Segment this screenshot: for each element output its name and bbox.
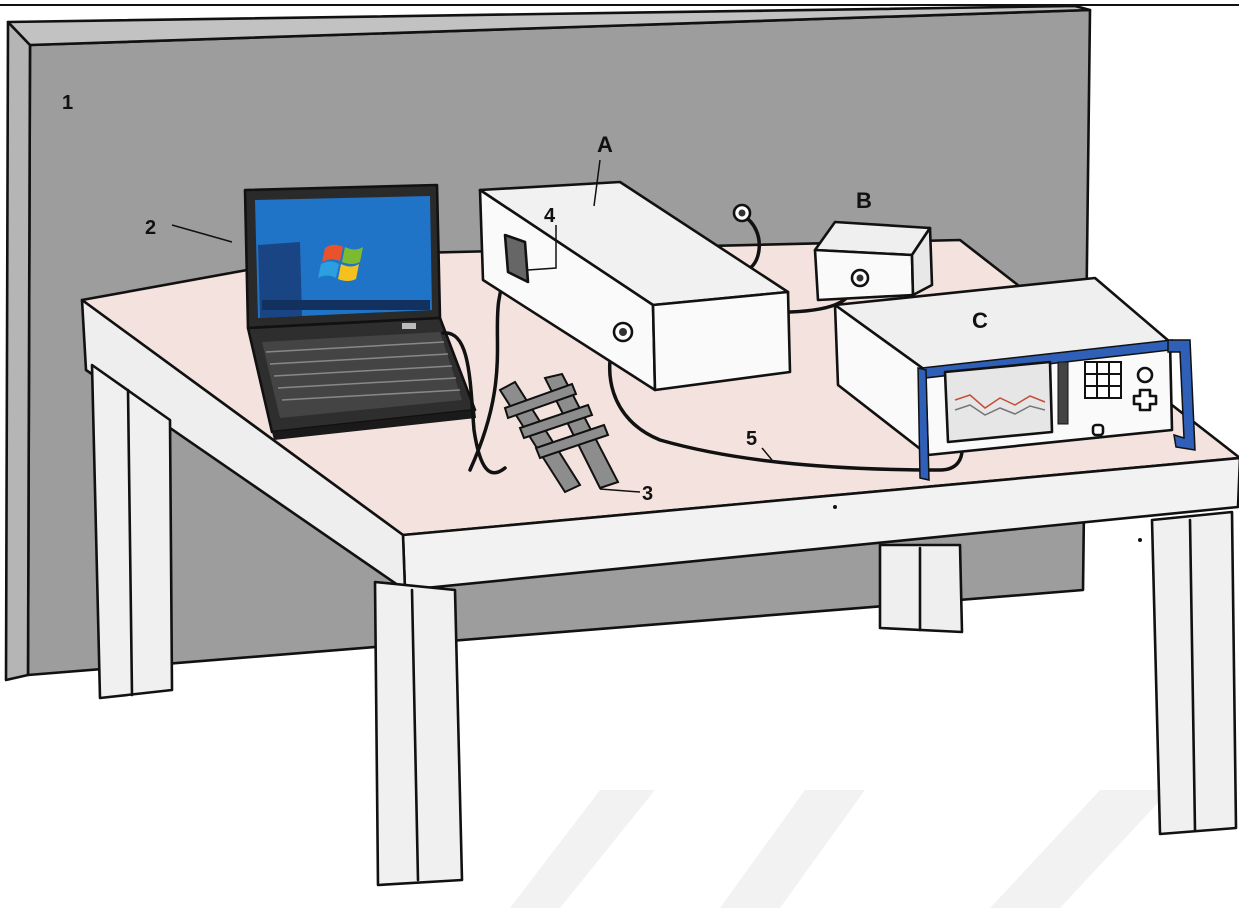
keypad-icon <box>1085 362 1121 398</box>
label-3: 3 <box>642 483 653 505</box>
label-a: A <box>597 132 613 157</box>
power-icon <box>1093 425 1103 435</box>
label-2: 2 <box>145 217 156 239</box>
table-back-legs <box>880 545 962 632</box>
label-1: 1 <box>62 92 73 114</box>
label-5: 5 <box>746 428 757 450</box>
label-4: 4 <box>544 205 556 227</box>
knob-icon <box>1138 368 1152 382</box>
label-b: B <box>856 188 872 213</box>
watermark <box>510 790 1170 908</box>
analyzer-screen <box>945 362 1052 442</box>
label-c: C <box>972 308 988 333</box>
unit-b <box>815 222 932 300</box>
